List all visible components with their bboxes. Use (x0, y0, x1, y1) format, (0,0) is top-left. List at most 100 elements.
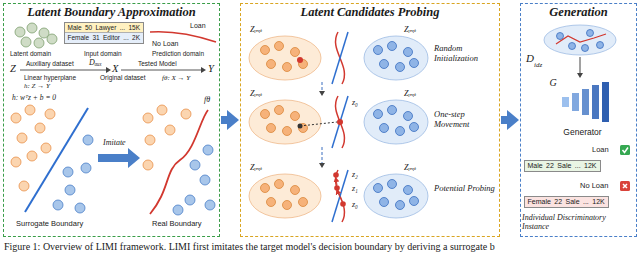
real-boundary-plot (150, 110, 208, 214)
surrogate-plot (75, 203, 85, 213)
annotation-label: Imitate (103, 138, 126, 147)
probing-row (297, 57, 303, 63)
surrogate-plot (35, 123, 45, 133)
annotation-label: D (526, 52, 534, 65)
annotation-label: z₀ (352, 200, 358, 209)
discriminatory-set (544, 25, 616, 55)
check-icon (623, 148, 629, 153)
step-arrow (322, 82, 323, 163)
annotation-label: No Loan (580, 182, 608, 191)
surrogate-plot (25, 105, 35, 115)
discriminatory-set (587, 30, 594, 37)
annotation-label: idz (534, 61, 542, 69)
annotation-label: Zᵢₙᵢₜ (250, 163, 262, 172)
cross-icon (620, 181, 630, 191)
discriminatory-set (544, 25, 616, 55)
real-boundary-plot (200, 175, 210, 185)
annotation-label: Individual Discriminatory Instance (522, 213, 634, 231)
annotation-label: Prediction domain (152, 50, 204, 57)
discriminatory-set (556, 34, 606, 44)
annotation-label: Auxiliary dataset (26, 60, 74, 67)
annotation-label: Surrogate Boundary (16, 220, 83, 229)
real-boundary-plot (203, 145, 213, 155)
generator-layer (602, 82, 609, 122)
probing-row (249, 170, 428, 222)
annotation-label: Latent domain (10, 50, 51, 57)
generator-label: G (548, 78, 557, 88)
discriminatory-set (569, 43, 576, 50)
real-boundary-plot (181, 109, 191, 119)
generator-block: G Generator (548, 78, 618, 138)
data-table: Female 22 Sale ... 12K (524, 196, 609, 208)
annotation-label: One-step Movement (434, 110, 496, 130)
probing-row (249, 32, 428, 84)
annotation-label: Zᵢₙᵢₜ (250, 25, 262, 34)
annotation-label: Zᵢₙᵢₜ (250, 89, 262, 98)
table-row: Female 22 Sale ... 12K (525, 197, 608, 207)
annotation-label: Zᵢₙᵢₜ (404, 25, 416, 34)
annotation-label: Y (208, 63, 214, 75)
surrogate-plot (19, 181, 29, 191)
surrogate-plot (11, 105, 93, 213)
mapping-arrow (121, 70, 201, 71)
annotation-label: Potential Probing (434, 184, 496, 194)
surrogate-plot (17, 133, 27, 143)
latent-points (21, 37, 31, 47)
generator-layer (582, 89, 589, 115)
generator-layer (592, 85, 599, 119)
mapping-arrow (20, 70, 106, 71)
generator-layer (572, 93, 579, 111)
probing-row (249, 96, 428, 148)
check-icon (620, 145, 630, 155)
real-boundary-plot (143, 105, 191, 170)
surrogate-plot (63, 167, 73, 177)
surrogate-plot (41, 143, 51, 153)
probing-row (339, 194, 343, 201)
surrogate-plot (53, 200, 63, 210)
annotation-label: Zᵢₙᵢₜ (404, 89, 416, 98)
generator-layer (562, 97, 569, 107)
annotation-label: Loan (592, 146, 609, 155)
annotation-label: Input domain (84, 50, 122, 57)
step-arrow (322, 82, 323, 91)
probing-row (298, 124, 303, 129)
annotation-label: No Loan (152, 40, 178, 48)
surrogate-plot (65, 185, 75, 195)
surrogate-plot (11, 105, 55, 191)
surrogate-plot (11, 113, 21, 123)
surrogate-plot (81, 163, 91, 173)
probing-row (337, 119, 343, 125)
annotation-label: Zᵢₙᵢₜ (404, 163, 416, 172)
discriminatory-set (582, 45, 589, 52)
table-row: Female 31 Editor ... 2K (65, 33, 143, 43)
real-boundary-plot (143, 105, 215, 215)
cross-icon (620, 181, 630, 191)
probing-row (336, 182, 338, 185)
data-table: Male 50 Lawyer ... 15KFemale 31 Editor .… (64, 22, 144, 45)
feed-arrow (580, 57, 581, 73)
real-boundary-plot (143, 113, 153, 123)
surrogate-plot (11, 157, 21, 167)
surrogate-plot (25, 108, 88, 212)
real-boundary-plot (185, 195, 195, 205)
mapping-arrow (20, 70, 201, 71)
probing-row (249, 170, 428, 222)
check-icon (620, 145, 630, 155)
probing-row (249, 96, 428, 148)
annotation-label: z₀ (352, 98, 358, 107)
imitate-arrow (98, 148, 140, 168)
step-arrow (322, 147, 323, 163)
probing-row (340, 201, 346, 207)
discriminatory-set (557, 30, 604, 52)
probing-row (333, 172, 339, 178)
annotation-label: h: Z → Y (24, 82, 50, 90)
cross-icon (623, 184, 627, 188)
surrogate-plot (27, 151, 37, 161)
annotation-label: Real Boundary (152, 220, 202, 229)
data-table: Male 22 Sale ... 12K (524, 160, 601, 172)
surrogate-plot (53, 135, 93, 213)
generator-label: Generator (563, 128, 601, 137)
surrogate-plot (45, 109, 55, 119)
panel-heading: Generation (521, 4, 636, 20)
real-boundary-plot (173, 205, 183, 215)
